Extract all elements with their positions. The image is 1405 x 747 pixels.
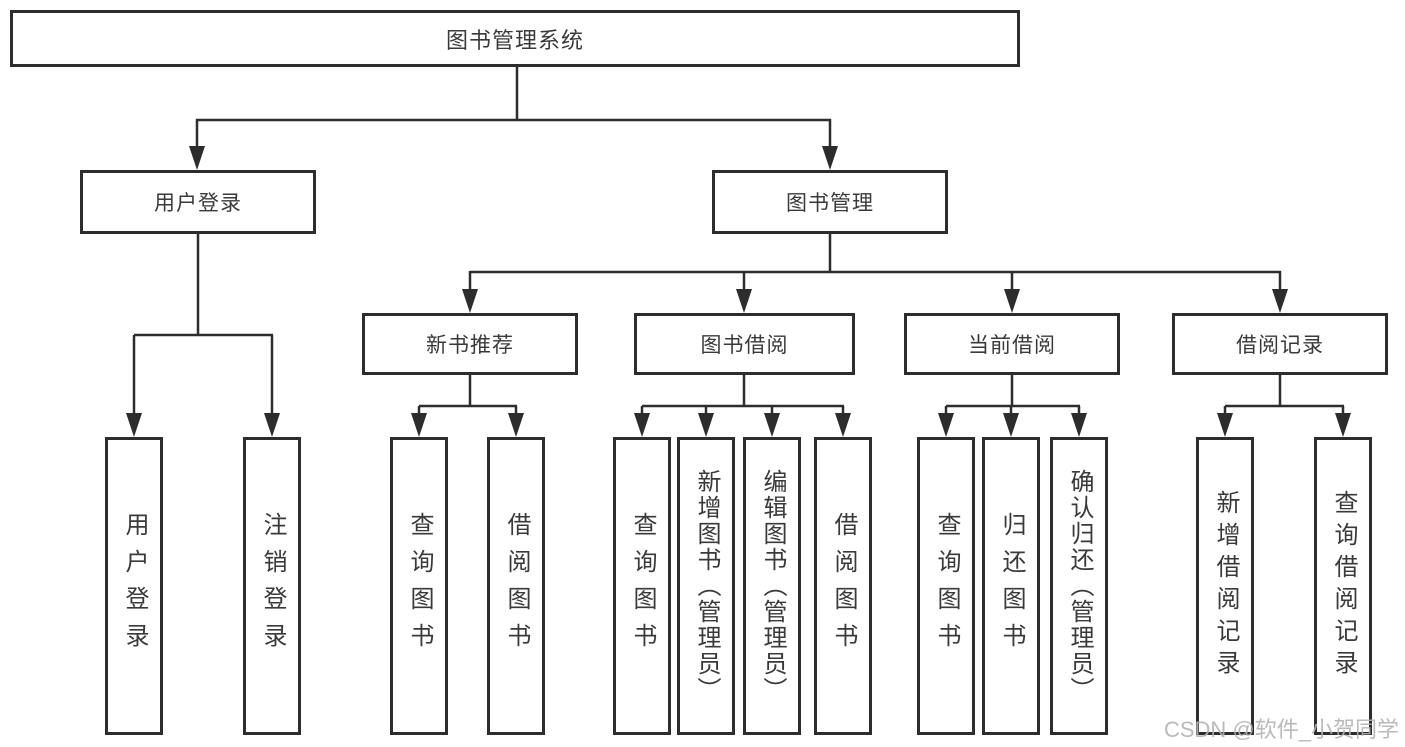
leaf-label: 编辑图书（管理员）: [759, 469, 786, 703]
leaf-label: 查询图书: [629, 512, 656, 660]
leaf-label: 查询借阅记录: [1330, 490, 1357, 682]
leaf-add-book-admin: 新增图书（管理员）: [677, 437, 735, 735]
arrow-down-icon: [264, 413, 280, 437]
node-borrowing-records: 借阅记录: [1172, 313, 1388, 375]
arrow-down-icon: [764, 413, 780, 437]
node-label: 借阅记录: [1236, 334, 1324, 357]
leaf-label: 用户登录: [121, 512, 148, 660]
arrow-down-icon: [508, 413, 524, 437]
node-label: 用户登录: [154, 192, 242, 215]
connector-path: [132, 66, 1345, 416]
leaf-query-books-current: 查询图书: [917, 437, 975, 735]
arrow-down-icon: [698, 413, 714, 437]
leaf-borrow-books-recommend: 借阅图书: [487, 437, 545, 735]
leaf-label: 归还图书: [998, 512, 1025, 660]
node-user-login: 用户登录: [80, 170, 316, 234]
leaf-return-books: 归还图书: [982, 437, 1040, 735]
leaf-label: 确认归还（管理员）: [1066, 469, 1093, 703]
arrow-down-icon: [189, 146, 205, 170]
node-current-borrowing: 当前借阅: [904, 313, 1120, 375]
node-book-borrowing: 图书借阅: [634, 313, 855, 375]
leaf-label: 查询图书: [406, 512, 433, 660]
leaf-confirm-return-admin: 确认归还（管理员）: [1050, 437, 1108, 735]
node-label: 图书管理系统: [445, 27, 584, 53]
leaf-add-borrow-record: 新增借阅记录: [1196, 437, 1254, 735]
arrow-down-icon: [1003, 413, 1019, 437]
leaf-label: 借阅图书: [503, 512, 530, 660]
arrow-down-icon: [411, 413, 427, 437]
leaf-edit-book-admin: 编辑图书（管理员）: [743, 437, 801, 735]
leaf-label: 注销登录: [259, 512, 286, 660]
leaf-label: 查询图书: [933, 512, 960, 660]
arrow-down-icon: [1004, 289, 1020, 313]
node-label: 图书借阅: [700, 334, 789, 357]
node-label: 当前借阅: [968, 334, 1056, 357]
leaf-logout: 注销登录: [243, 437, 301, 735]
arrow-down-icon: [938, 413, 954, 437]
leaf-user-login: 用户登录: [105, 437, 163, 735]
csdn-watermark: CSDN @软件_小贺同学: [1163, 717, 1399, 742]
arrow-down-icon: [634, 413, 650, 437]
arrow-down-icon: [822, 146, 838, 170]
arrow-down-icon: [126, 413, 142, 437]
arrow-down-icon: [1272, 289, 1288, 313]
leaf-label: 借阅图书: [830, 512, 857, 660]
node-library-management-system: 图书管理系统: [10, 10, 1020, 67]
node-book-management: 图书管理: [712, 170, 948, 234]
leaf-label: 新增图书（管理员）: [693, 469, 720, 703]
arrow-down-icon: [1071, 413, 1087, 437]
arrowheads: [126, 146, 1351, 437]
leaf-query-books-borrow: 查询图书: [613, 437, 671, 735]
node-new-book-recommend: 新书推荐: [362, 313, 578, 375]
arrow-down-icon: [1217, 413, 1233, 437]
leaf-label: 新增借阅记录: [1212, 490, 1239, 682]
leaf-borrow-books: 借阅图书: [814, 437, 872, 735]
leaf-query-books-recommend: 查询图书: [390, 437, 448, 735]
arrow-down-icon: [462, 289, 478, 313]
node-label: 新书推荐: [426, 334, 514, 357]
node-label: 图书管理: [786, 192, 874, 215]
arrow-down-icon: [1335, 413, 1351, 437]
leaf-query-borrow-record: 查询借阅记录: [1314, 437, 1372, 735]
arrow-down-icon: [736, 289, 752, 313]
arrow-down-icon: [835, 413, 851, 437]
